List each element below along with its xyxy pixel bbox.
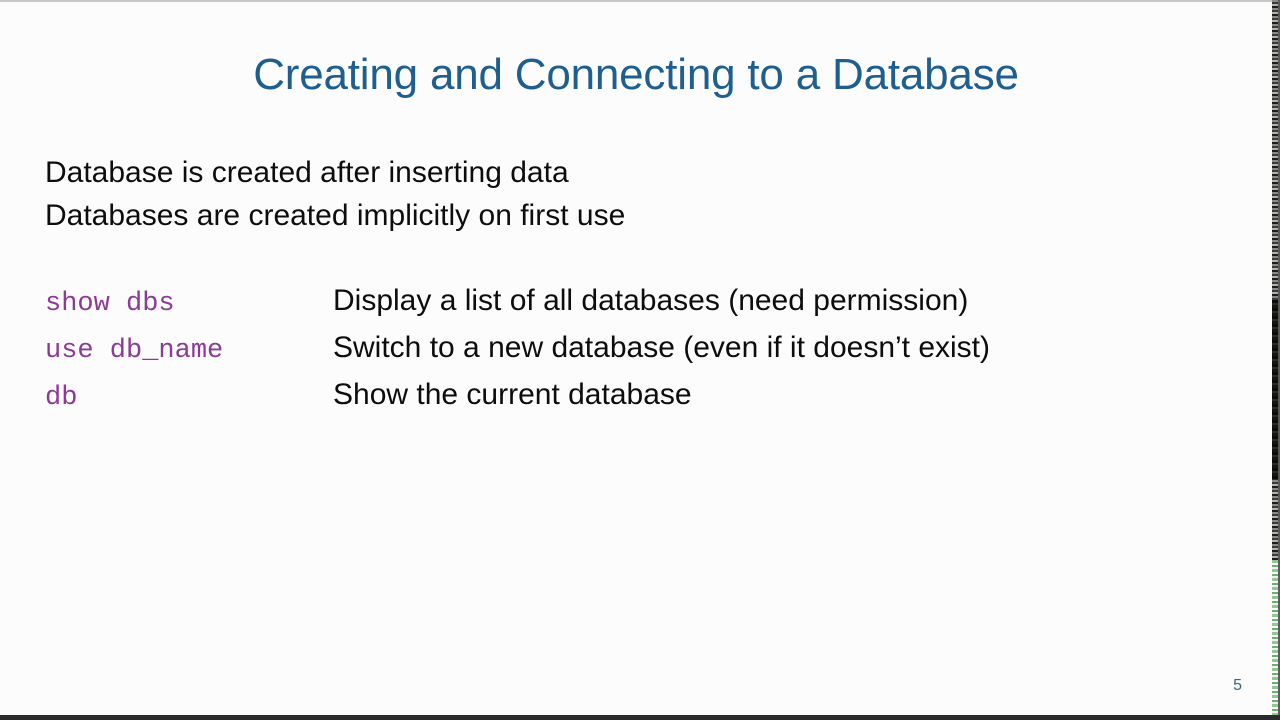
bottom-status-bar xyxy=(0,715,1280,720)
sliver-green-segment xyxy=(1272,560,1280,720)
command-reference-table: show dbs Display a list of all databases… xyxy=(45,279,1205,420)
body-line-2: Databases are created implicitly on firs… xyxy=(45,199,626,232)
command-name: use db_name xyxy=(45,336,224,366)
body-line-1: Database is created after inserting data xyxy=(45,156,569,189)
sliver-dark-segment xyxy=(1272,300,1280,480)
table-row: use db_name Switch to a new database (ev… xyxy=(45,326,1205,373)
body-text-block: Database is created after inserting data… xyxy=(45,151,1195,237)
page-number: 5 xyxy=(1233,677,1242,694)
slide-title: Creating and Connecting to a Database xyxy=(253,50,1019,99)
command-description: Switch to a new database (even if it doe… xyxy=(333,331,991,364)
adjacent-window-sliver xyxy=(1272,0,1280,720)
table-row: show dbs Display a list of all databases… xyxy=(45,279,1205,326)
command-description: Show the current database xyxy=(333,378,692,411)
command-name: db xyxy=(45,383,78,413)
command-description: Display a list of all databases (need pe… xyxy=(333,284,969,317)
table-row: db Show the current database xyxy=(45,373,1205,420)
sliver-edge-line xyxy=(1278,0,1280,720)
command-name: show dbs xyxy=(45,289,175,319)
top-divider-rule xyxy=(0,0,1272,2)
